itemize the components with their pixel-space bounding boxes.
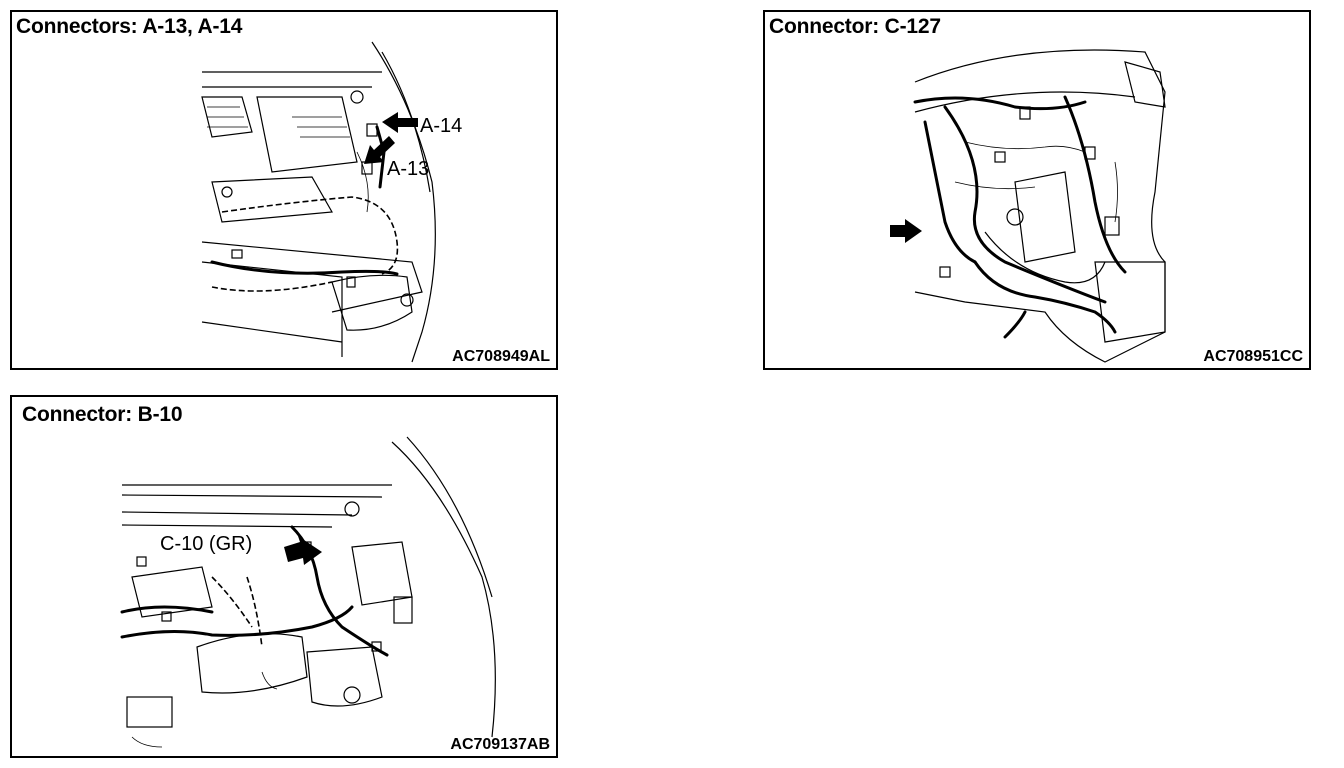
arrow-c127-icon — [890, 219, 922, 243]
callout-a14: A-14 — [420, 115, 463, 137]
figure-code: AC709137AB — [450, 736, 550, 753]
arrow-a14-icon — [382, 112, 418, 133]
panel-title: Connector: C-127 — [769, 15, 941, 38]
diagram-panel-c127: Connector: C-127 AC708951CC — [763, 10, 1311, 370]
panel-title: Connector: B-10 — [22, 403, 183, 426]
panel-title: Connectors: A-13, A-14 — [16, 15, 243, 38]
callout-c10-gr: C-10 (GR) — [160, 533, 253, 555]
diagram-panel-b10: Connector: B-10 C-10 (GR) AC709137AB — [10, 395, 558, 758]
arrow-a13-icon — [364, 136, 395, 164]
engine-bay-illustration-a — [201, 41, 436, 363]
figure-code: AC708951CC — [1203, 348, 1303, 365]
figure-code: AC708949AL — [452, 348, 550, 365]
callout-a13: A-13 — [387, 158, 430, 180]
arrow-c10-icon — [284, 536, 322, 565]
diagram-panel-a13-a14: Connectors: A-13, A-14 A-14 A-13 AC70894… — [10, 10, 558, 370]
dashboard-harness-illustration — [890, 49, 1166, 363]
engine-bay-illustration-b — [120, 436, 496, 748]
